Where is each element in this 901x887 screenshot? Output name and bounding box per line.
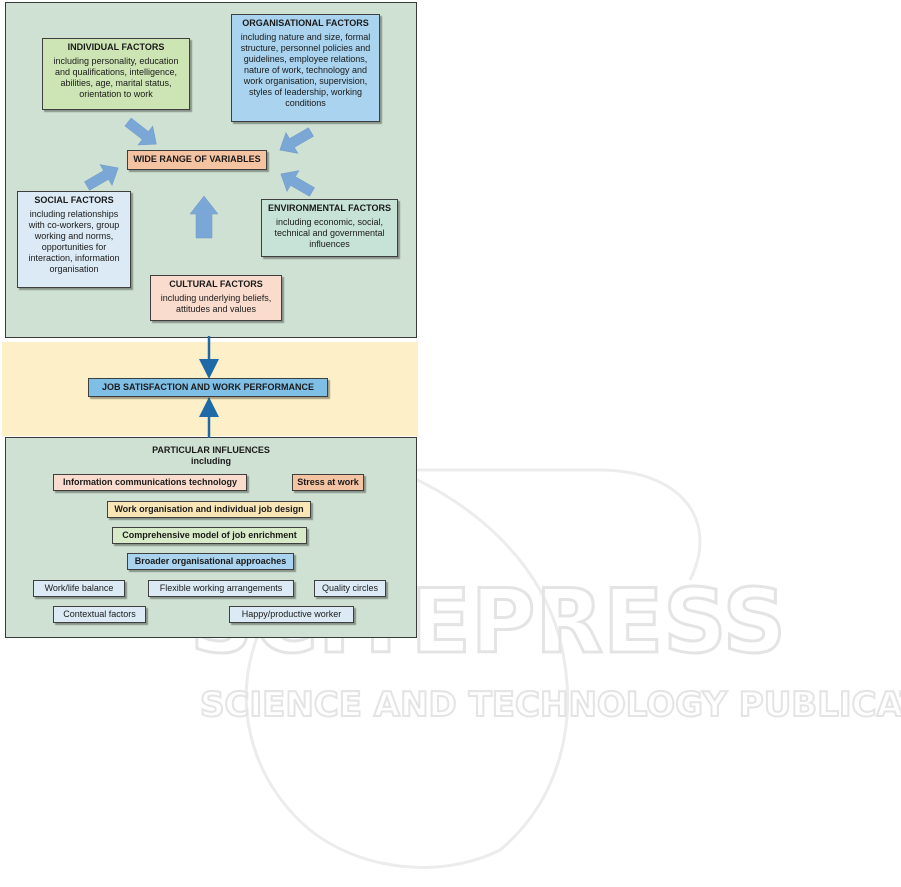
tag-work-organisation: Work organisation and individual job des…: [107, 501, 311, 518]
tag-job-enrichment: Comprehensive model of job enrichment: [112, 527, 307, 544]
tag-flexible-working: Flexible working arrangements: [148, 580, 294, 597]
arrow-environmental-icon: [280, 170, 315, 197]
social-factors-title: SOCIAL FACTORS: [34, 195, 114, 205]
outcome-label: JOB SATISFACTION AND WORK PERFORMANCE: [101, 382, 314, 392]
arrow-individual-icon: [124, 117, 157, 146]
influences-title: PARTICULAR INFLUENCES: [152, 445, 270, 455]
tag-quality-circles: Quality circles: [314, 580, 386, 597]
organisational-factors-desc: including nature and size, formal struct…: [240, 32, 371, 108]
environmental-factors-box: ENVIRONMENTAL FACTORS including economic…: [261, 199, 398, 257]
tag-work-life-balance: Work/life balance: [33, 580, 125, 597]
individual-factors-desc: including personality, education and qua…: [53, 56, 179, 99]
wide-range-of-variables-box: WIDE RANGE OF VARIABLES: [127, 150, 267, 170]
arrow-organisational-icon: [279, 127, 314, 154]
social-factors-desc: including relationships with co-workers,…: [28, 209, 120, 274]
cultural-factors-title: CULTURAL FACTORS: [169, 279, 263, 289]
arrow-social-icon: [84, 164, 119, 191]
outcome-box: JOB SATISFACTION AND WORK PERFORMANCE: [88, 378, 328, 397]
arrow-cultural-icon: [189, 195, 219, 239]
tag-broader-approaches: Broader organisational approaches: [127, 553, 294, 570]
tag-ict: Information communications technology: [53, 474, 247, 491]
environmental-factors-title: ENVIRONMENTAL FACTORS: [267, 203, 391, 213]
individual-factors-title: INDIVIDUAL FACTORS: [67, 42, 165, 52]
tag-stress-at-work: Stress at work: [292, 474, 364, 491]
tag-contextual-factors: Contextual factors: [53, 606, 146, 623]
organisational-factors-box: ORGANISATIONAL FACTORS including nature …: [231, 14, 380, 122]
organisational-factors-title: ORGANISATIONAL FACTORS: [242, 18, 369, 28]
cultural-factors-box: CULTURAL FACTORS including underlying be…: [150, 275, 282, 321]
tag-happy-productive-worker: Happy/productive worker: [229, 606, 354, 623]
wide-range-label: WIDE RANGE OF VARIABLES: [133, 154, 261, 164]
environmental-factors-desc: including economic, social, technical an…: [274, 217, 385, 249]
influences-subtitle: including: [191, 456, 231, 466]
individual-factors-box: INDIVIDUAL FACTORS including personality…: [42, 38, 190, 110]
social-factors-box: SOCIAL FACTORS including relationships w…: [17, 191, 131, 288]
cultural-factors-desc: including underlying beliefs, attitudes …: [160, 293, 272, 314]
influences-heading: PARTICULAR INFLUENCES including: [5, 445, 417, 467]
